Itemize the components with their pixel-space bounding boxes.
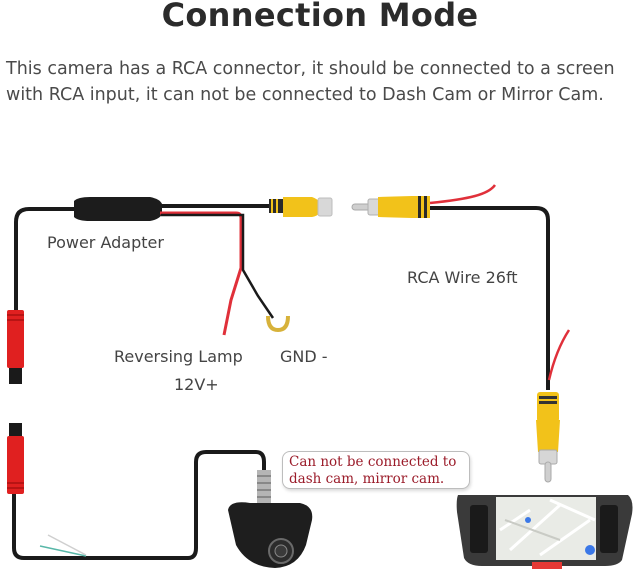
reversing-lamp-label: Reversing Lamp	[114, 347, 243, 366]
ground-ring-terminal	[266, 315, 290, 333]
camera-body	[228, 502, 313, 568]
black-ground-wire	[161, 213, 275, 319]
page-title: Connection Mode	[161, 0, 479, 34]
rca-male-connector	[378, 196, 420, 218]
twelve-volt-label: 12V+	[174, 375, 219, 394]
camera-cable-upper	[14, 207, 80, 312]
car-head-unit	[456, 495, 633, 569]
warning-line-2: dash cam, mirror cam.	[289, 471, 445, 487]
rca-bottom-pin	[544, 461, 552, 483]
left-connector-upper	[7, 310, 24, 368]
power-adapter-label: Power Adapter	[47, 233, 164, 252]
red-trigger-wire-top	[429, 184, 497, 205]
rca-bottom-connector	[537, 392, 559, 422]
thin-wire-teal	[39, 545, 87, 557]
gnd-label: GND -	[280, 347, 328, 366]
left-connector-lower	[9, 423, 22, 437]
red-power-wire	[160, 211, 243, 336]
rca-wire-label: RCA Wire 26ft	[407, 268, 518, 287]
thin-wire-white	[47, 534, 87, 556]
rca-female-tip	[317, 197, 333, 217]
warning-line-1: Can not be connected to	[289, 454, 457, 470]
rca-wire-cable	[430, 206, 550, 390]
warning-bubble: Can not be connected to dash cam, mirror…	[282, 451, 470, 489]
description-text: This camera has a RCA connector, it shou…	[6, 59, 615, 105]
camera-cable-lower	[12, 450, 266, 560]
power-adapter-body	[74, 197, 162, 221]
red-trigger-wire-bottom	[547, 329, 571, 381]
rca-female-connector	[283, 197, 320, 217]
